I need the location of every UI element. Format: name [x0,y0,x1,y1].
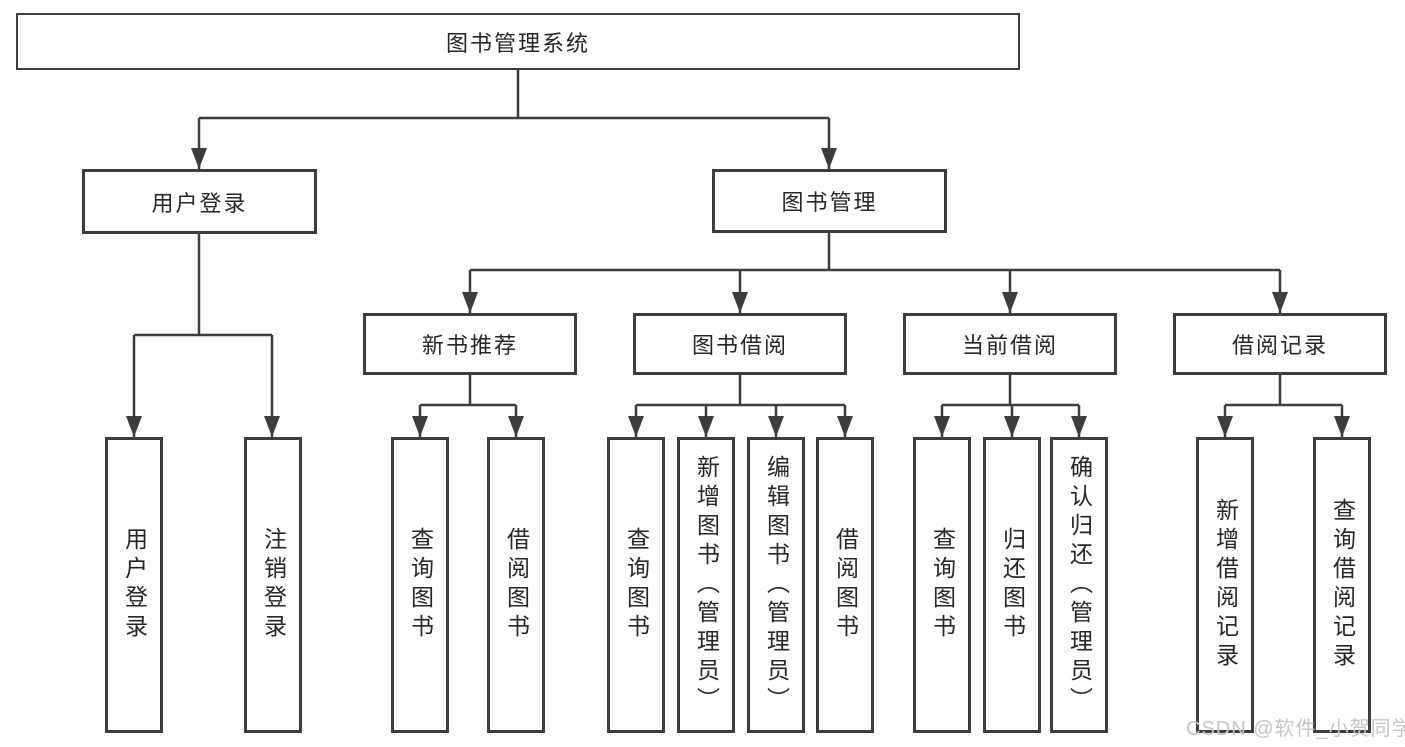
leaf-label: 归还图书 [999,527,1026,643]
leaf-records-query-record: 查询借阅记录 [1313,437,1371,733]
node-new-book-recommend: 新书推荐 [363,313,577,375]
leaf-logout-login: 注销登录 [244,437,302,733]
leaf-records-add-record: 新增借阅记录 [1196,437,1254,733]
leaf-recommend-borrow-book: 借阅图书 [487,437,545,733]
leaf-label: 确认归还（管理员） [1066,454,1093,716]
node-book-borrow: 图书借阅 [633,313,847,375]
arrowheads [126,148,1350,437]
leaf-label: 新增图书（管理员） [693,454,720,716]
leaf-borrow-query-book: 查询图书 [607,437,665,733]
node-library-management-system: 图书管理系统 [16,13,1020,70]
leaf-label: 查询图书 [929,527,956,643]
leaf-label: 借阅图书 [503,527,530,643]
leaf-user-login: 用户登录 [105,437,163,733]
leaf-label: 新增借阅记录 [1212,498,1239,672]
leaf-label: 查询图书 [407,527,434,643]
leaf-label: 借阅图书 [832,527,859,643]
leaf-borrow-add-book-admin: 新增图书（管理员） [677,437,735,733]
leaf-label: 查询图书 [623,527,650,643]
leaf-label: 注销登录 [260,527,287,643]
leaf-current-confirm-return-admin: 确认归还（管理员） [1050,437,1108,733]
tree-edges [132,70,1344,437]
leaf-label: 查询借阅记录 [1329,498,1356,672]
leaf-recommend-query-book: 查询图书 [391,437,449,733]
node-borrow-records: 借阅记录 [1173,313,1387,375]
leaf-current-return-book: 归还图书 [983,437,1041,733]
node-user-login: 用户登录 [82,169,317,234]
leaf-label: 用户登录 [121,527,148,643]
leaf-borrow-edit-book-admin: 编辑图书（管理员） [747,437,805,733]
node-current-borrow: 当前借阅 [903,313,1117,375]
node-book-management: 图书管理 [712,169,947,233]
leaf-current-query-book: 查询图书 [913,437,971,733]
csdn-watermark: CSDN @软件_小贺同学 [1186,718,1405,740]
leaf-borrow-borrow-book: 借阅图书 [816,437,874,733]
leaf-label: 编辑图书（管理员） [763,454,790,716]
